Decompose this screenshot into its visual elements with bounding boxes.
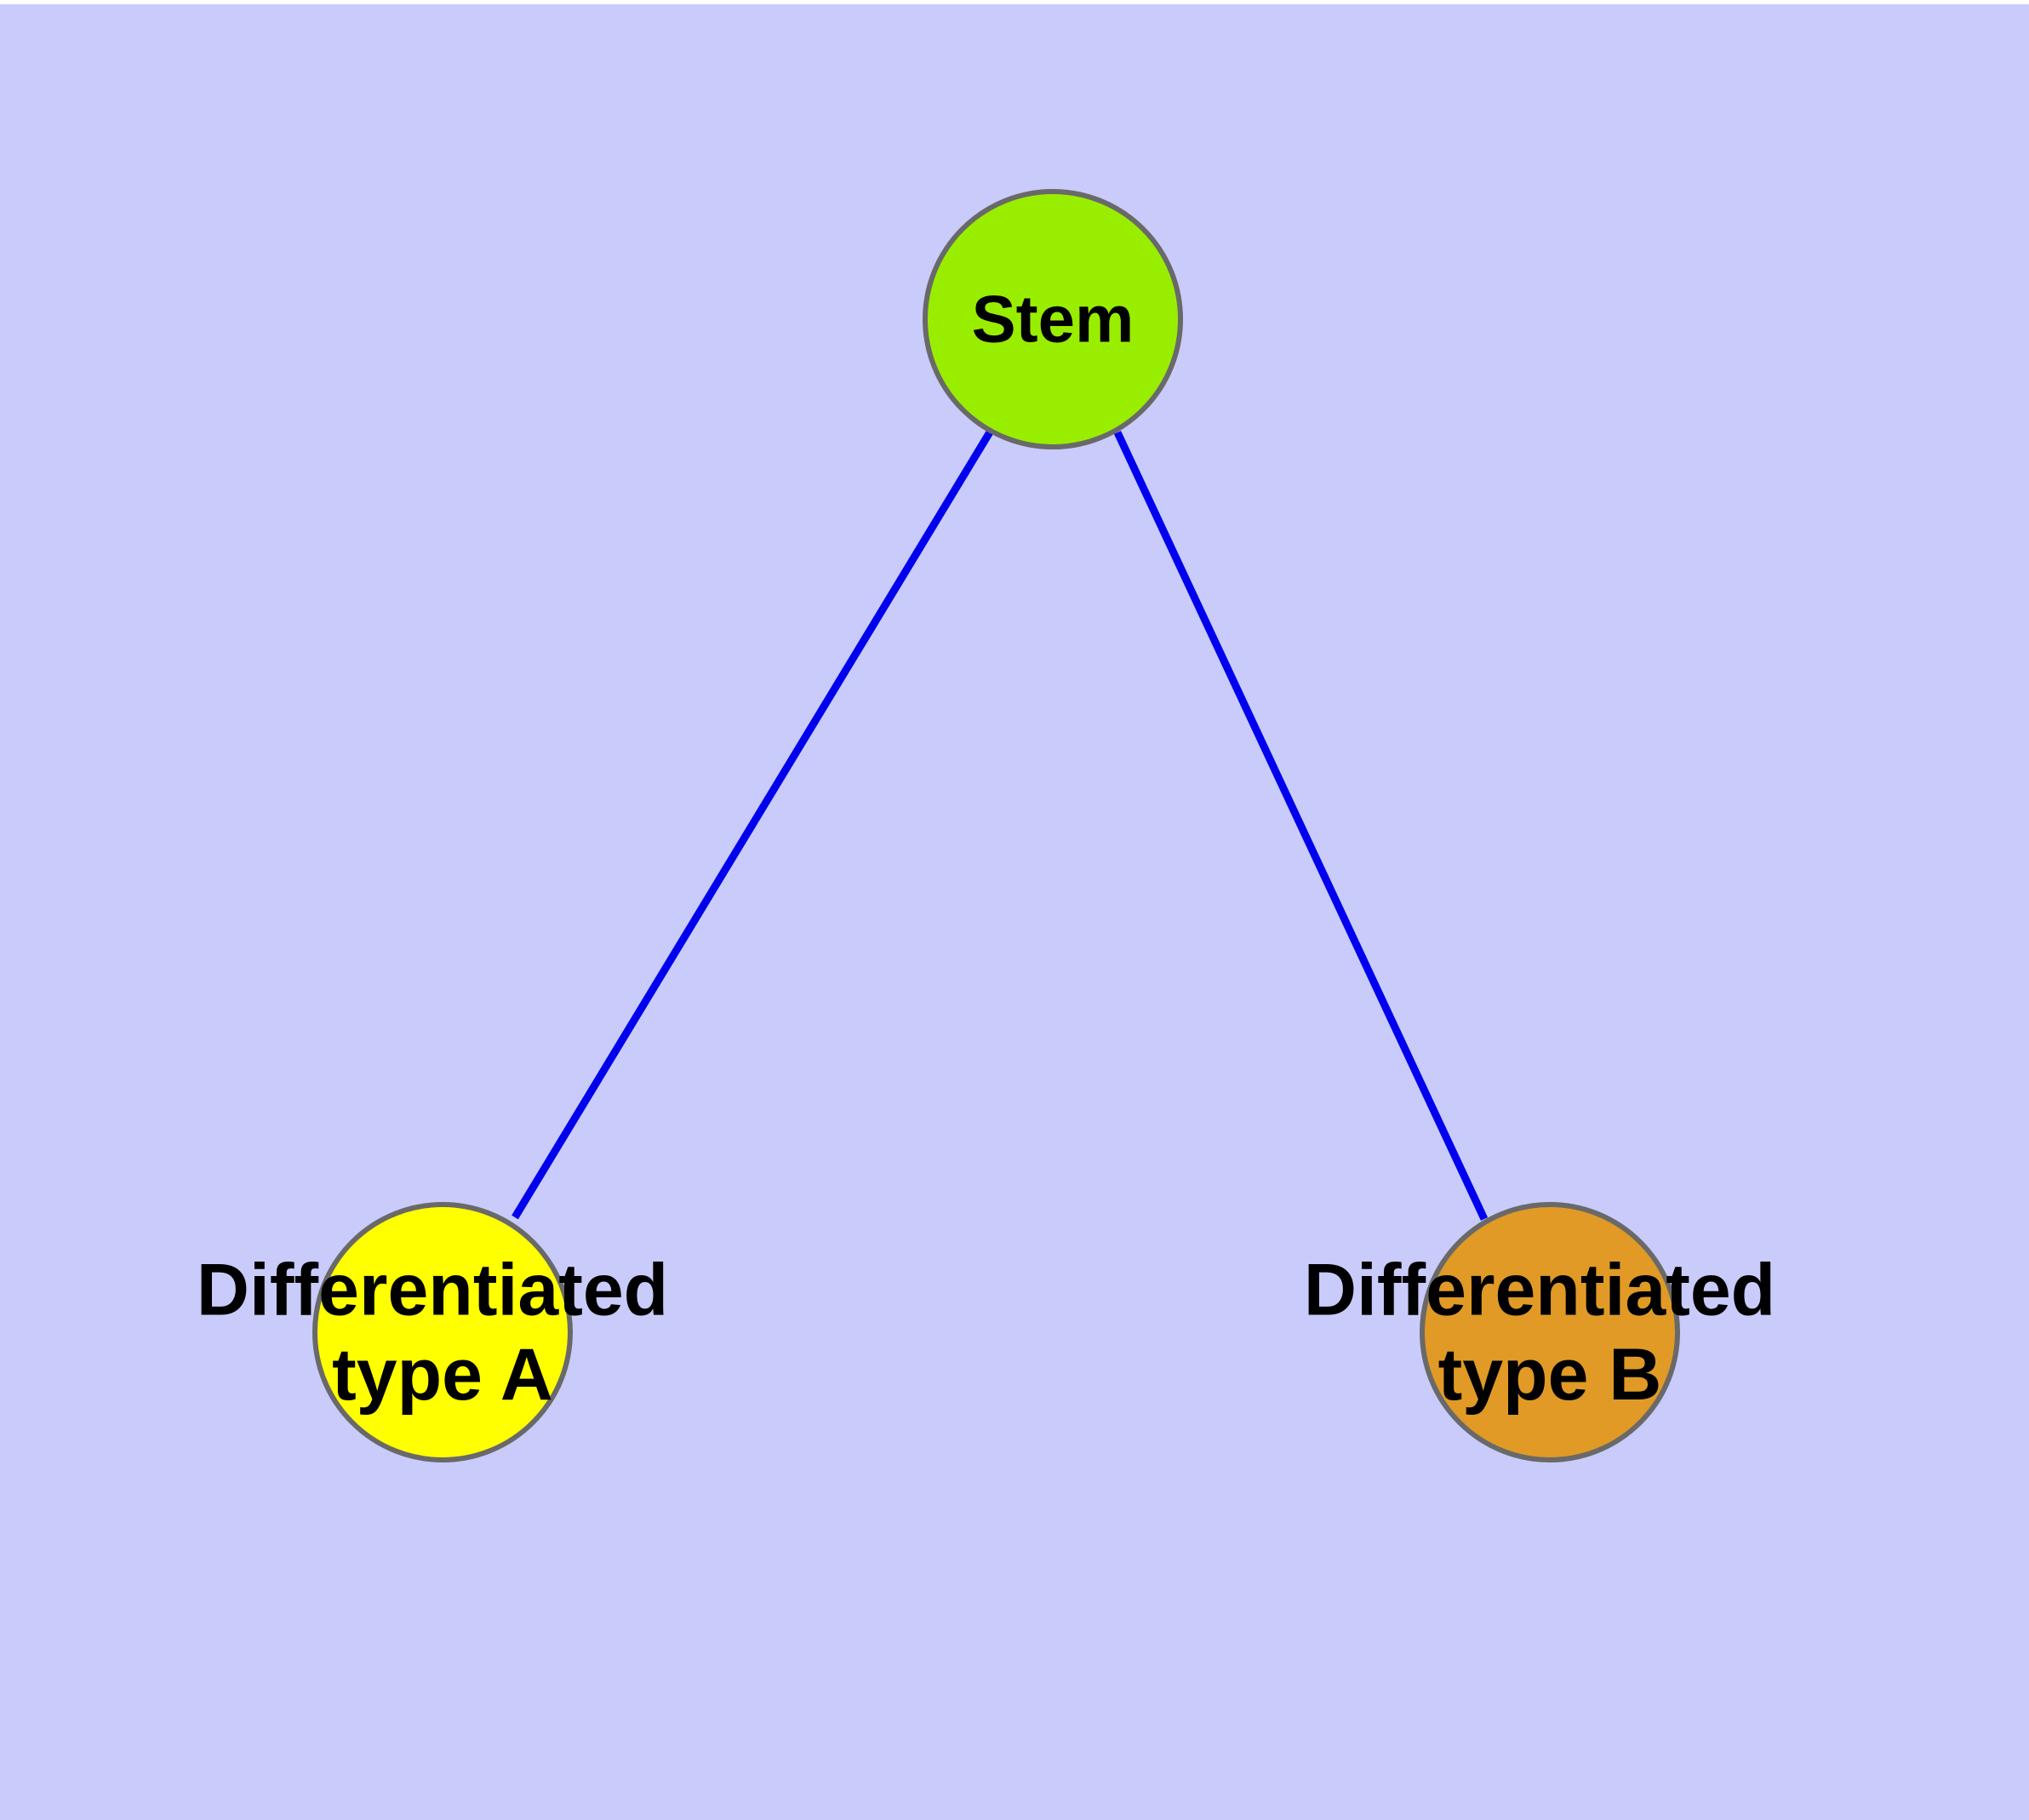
node-differentiated-type-b-circle[interactable] (1420, 1202, 1680, 1462)
nodes-group: Stem Differentiated type A Differentiate… (197, 189, 1796, 1462)
node-differentiated-type-b[interactable]: Differentiated type B (1304, 1202, 1796, 1462)
node-differentiated-type-b-label-line-1: Differentiated (1304, 1249, 1775, 1331)
node-stem[interactable]: Stem (923, 189, 1183, 449)
node-stem-circle[interactable] (923, 189, 1183, 449)
node-differentiated-type-b-label: Differentiated type B (1304, 1249, 1796, 1416)
node-stem-label: Stem (972, 282, 1135, 357)
node-differentiated-type-a-label-line-1: Differentiated (197, 1249, 668, 1331)
node-stem-label-line-1: Stem (972, 282, 1135, 357)
edge-stem-to-differentiated-type-b (1113, 431, 1489, 1221)
edge-stem-to-differentiated-type-a (512, 428, 994, 1220)
node-differentiated-type-b-label-line-2: type B (1438, 1334, 1662, 1416)
edges-group (512, 428, 1489, 1221)
node-differentiated-type-a-label: Differentiated type A (197, 1249, 689, 1416)
node-differentiated-type-a-circle[interactable] (312, 1202, 573, 1462)
node-differentiated-type-a[interactable]: Differentiated type A (197, 1202, 689, 1462)
node-differentiated-type-a-label-line-2: type A (332, 1334, 553, 1416)
